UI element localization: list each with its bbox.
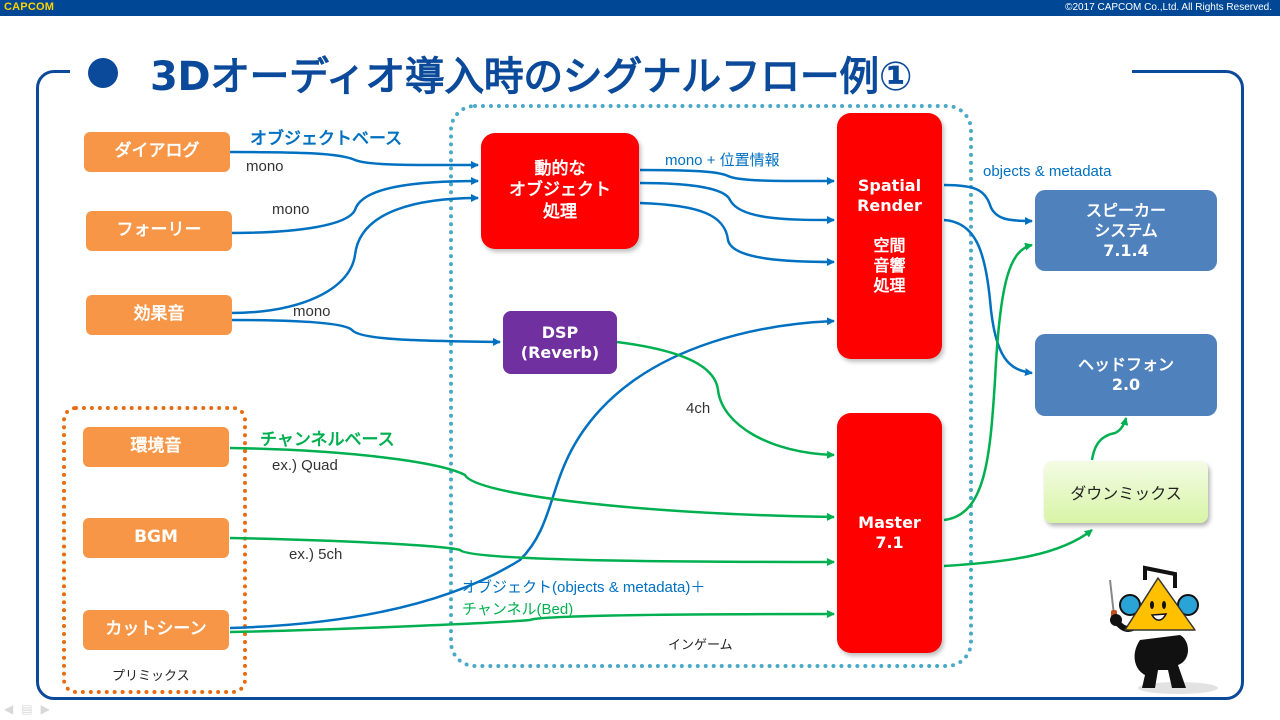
wire-dsp-master — [616, 340, 835, 459]
wire-object-spatial-1 — [639, 168, 835, 186]
slide-title-row: 3Dオーディオ導入時のシグナルフロー例① — [88, 46, 913, 100]
dsp-reverb-node: DSP (Reverb) — [503, 311, 617, 374]
wire-master-speaker — [943, 242, 1033, 522]
downmix-node: ダウンミックス — [1044, 461, 1208, 523]
source-bgm: BGM — [83, 518, 229, 558]
ingame-group — [449, 104, 973, 668]
channel-based-label: チャンネルベース — [260, 430, 395, 450]
source-dialog: ダイアログ — [84, 132, 230, 172]
5ch-label: ex.) 5ch — [289, 546, 343, 563]
premix-group — [62, 406, 247, 694]
wire-dialog-object — [229, 150, 479, 170]
mono-label-foley: mono — [272, 201, 310, 218]
title-backdrop — [70, 44, 1132, 104]
brand-logo: CAPCOM — [4, 1, 55, 13]
objects-metadata-label: objects & metadata — [983, 163, 1112, 180]
speaker-system-node: スピーカー システム 7.1.4 — [1035, 190, 1217, 271]
master-node: Master 7.1 — [837, 413, 942, 653]
source-ambience: 環境音 — [83, 427, 229, 467]
wire-spatial-speaker — [943, 183, 1033, 225]
premix-label: プリミックス — [112, 668, 190, 683]
wire-object-spatial-2 — [639, 181, 835, 224]
wire-bgm-master — [229, 536, 835, 566]
source-foley: フォーリー — [86, 211, 232, 251]
next-slide-icon[interactable]: ▶ — [40, 702, 50, 716]
spatial-render-node: Spatial Render 空間 音響 処理 — [837, 113, 942, 359]
wire-sfx-dsp — [229, 318, 501, 346]
wire-ambience-master — [229, 446, 835, 521]
4ch-label: 4ch — [686, 400, 711, 417]
menu-icon[interactable]: ▤ — [21, 702, 33, 716]
mono-position-label: mono + 位置情報 — [665, 152, 780, 169]
wire-sfx-object — [229, 194, 479, 315]
object-processing-node: 動的な オブジェクト 処理 — [481, 133, 639, 249]
prev-slide-icon[interactable]: ◀ — [4, 702, 14, 716]
slide-navigation: ◀ ▤ ▶ — [4, 702, 50, 716]
slide-title: 3Dオーディオ導入時のシグナルフロー例① — [150, 54, 913, 100]
source-sfx: 効果音 — [86, 295, 232, 335]
wire-master-downmix — [943, 529, 1093, 568]
headphone-node: ヘッドフォン 2.0 — [1035, 334, 1217, 416]
mascot-character — [1109, 565, 1218, 694]
wire-object-spatial-3 — [639, 201, 835, 266]
bullet-icon — [88, 58, 118, 88]
quad-label: ex.) Quad — [272, 457, 338, 474]
source-cutscene: カットシーン — [83, 610, 229, 650]
object-plus-label: オブジェクト(objects & metadata)＋ — [462, 579, 706, 596]
mono-label-sfx: mono — [293, 303, 331, 320]
wire-cutscene-master — [229, 610, 835, 634]
mono-label-dialog: mono — [246, 158, 284, 175]
wire-foley-object — [229, 177, 479, 235]
ingame-label: インゲーム — [668, 637, 733, 652]
copyright-notice: ©2017 CAPCOM Co.,Ltd. All Rights Reserve… — [1065, 2, 1272, 13]
object-based-label: オブジェクトベース — [250, 129, 403, 149]
top-bar: CAPCOM ©2017 CAPCOM Co.,Ltd. All Rights … — [0, 0, 1280, 16]
channel-bed-label: チャンネル(Bed) — [462, 601, 574, 618]
wire-spatial-headphone — [943, 218, 1033, 377]
wire-downmix-headphone — [1090, 417, 1129, 461]
